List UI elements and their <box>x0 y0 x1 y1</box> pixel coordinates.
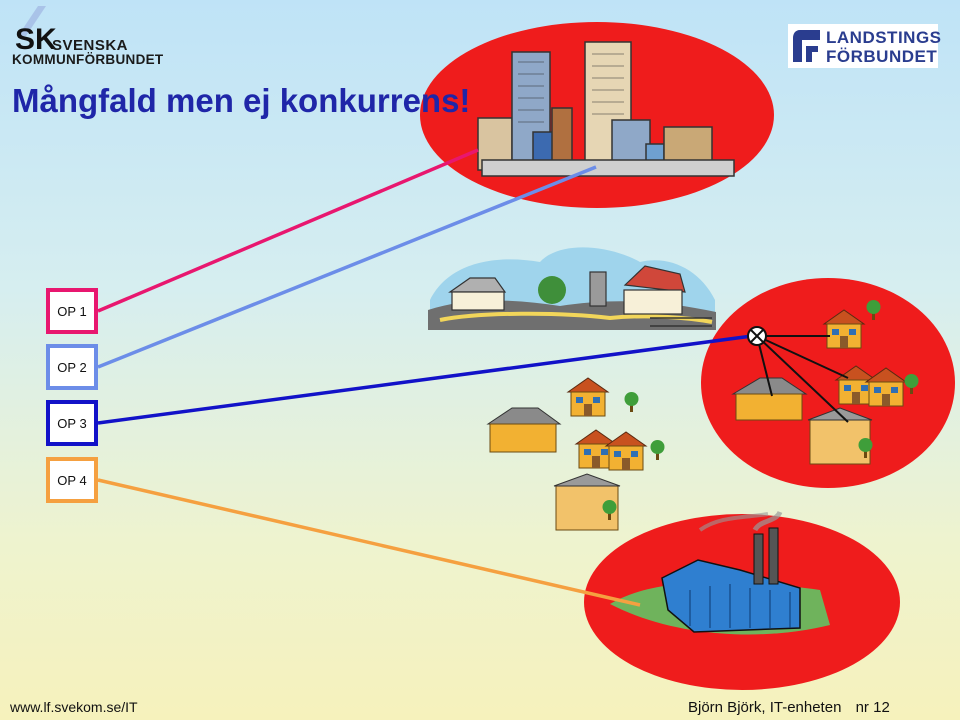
sk-logo-line2: KOMMUNFÖRBUNDET <box>12 52 164 67</box>
op2-connection-line <box>97 165 597 369</box>
operator-box-op1: OP 1 <box>46 288 98 334</box>
operator-box-op2: OP 2 <box>46 344 98 390</box>
sk-logo-line1: SVENSKA <box>52 37 129 54</box>
footer-credit: Björn Björk, IT-enheten nr 12 <box>688 699 890 716</box>
op1-connection-line <box>97 148 479 313</box>
operator-label: OP 4 <box>57 472 87 488</box>
slide-number: 12 <box>873 699 890 716</box>
lf-logo-line2: FÖRBUNDET <box>826 47 938 66</box>
operator-box-op3: OP 3 <box>46 400 98 446</box>
footer-url: www.lf.svekom.se/IT <box>10 699 138 715</box>
svg-text:SK: SK <box>15 23 57 52</box>
distribution-node <box>747 326 849 423</box>
operator-label: OP 2 <box>57 359 87 375</box>
rural-village-illustration <box>428 247 716 330</box>
footer-slide-prefix: nr <box>855 699 869 716</box>
page-title: Mångfald men ej konkurrens! <box>12 82 471 119</box>
op4-connection-line <box>97 478 641 607</box>
city-skyline-illustration <box>477 41 735 177</box>
operator-box-op4: OP 4 <box>46 457 98 503</box>
landstingsforbundet-logo: LANDSTINGS FÖRBUNDET <box>788 24 941 68</box>
lf-logo-line1: LANDSTINGS <box>826 28 942 47</box>
sk-logo-mark-icon: SK <box>15 6 57 52</box>
lf-logo-mark-icon <box>793 30 820 62</box>
op3-connection-line <box>97 334 753 425</box>
operator-label: OP 1 <box>57 303 87 319</box>
operator-label: OP 3 <box>57 415 87 431</box>
footer-author: Björn Björk, IT-enheten <box>688 699 842 716</box>
factory-illustration <box>610 510 830 635</box>
svenska-kommunforbundet-logo: SK SVENSKA KOMMUNFÖRBUNDET <box>12 6 172 67</box>
houses-cluster-illustration <box>486 377 665 531</box>
